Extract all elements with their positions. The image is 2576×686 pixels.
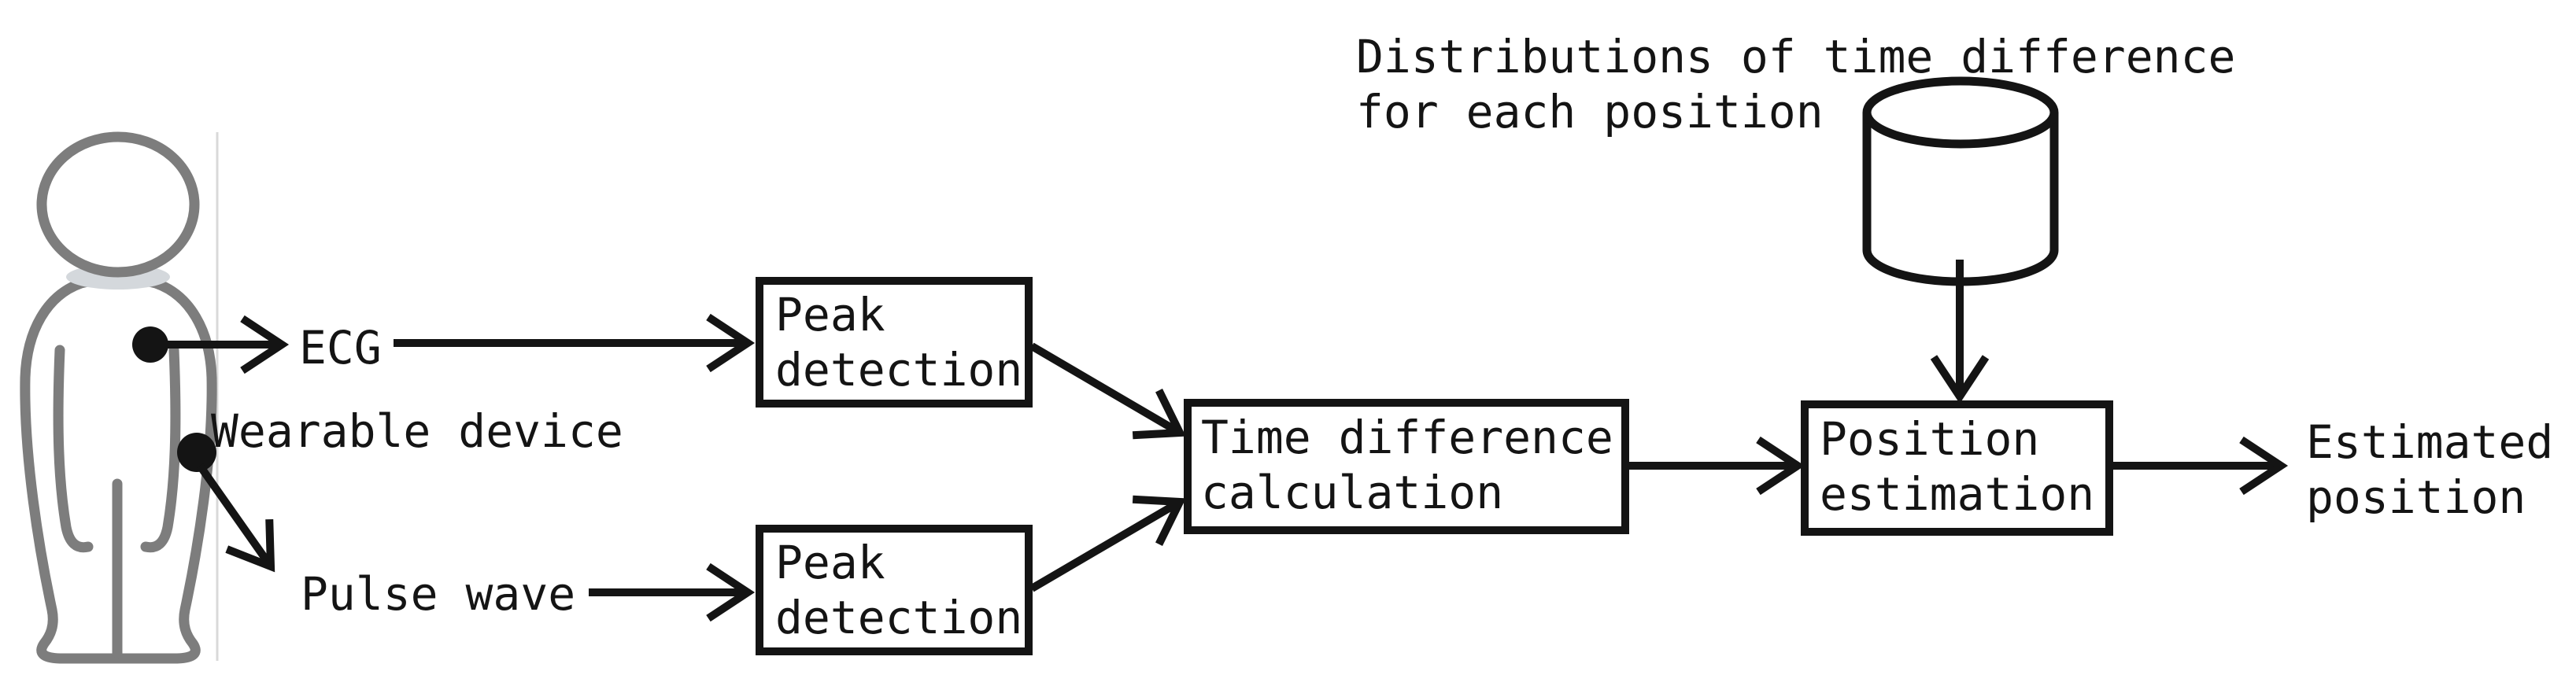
person-head [36, 131, 200, 278]
ecg-label: ECG [299, 321, 382, 374]
person-left-arm [53, 345, 94, 553]
database-cylinder-icon [1862, 76, 2059, 286]
estimated-position-label-line1: Estimated [2306, 415, 2553, 469]
database-note-line2: for each position [1356, 85, 1824, 138]
wearable-device-label: Wearable device [211, 404, 623, 458]
pulse-wave-label: Pulse wave [301, 567, 575, 621]
hip-sensor-dot-icon [177, 433, 216, 472]
box-peak-detection-bottom: Peak detection [756, 525, 1033, 655]
box-peak-detection-top-line1: Peak [775, 288, 885, 341]
box-position-estimation-line1: Position [1820, 412, 2039, 466]
chest-sensor-dot-icon [132, 326, 168, 363]
box-time-difference-calculation: Time difference calculation [1184, 399, 1629, 534]
box-time-difference-line2: calculation [1201, 466, 1503, 519]
box-peak-detection-bottom-line1: Peak [775, 536, 885, 589]
database-note-line1: Distributions of time difference [1356, 30, 2235, 83]
person-figure-icon [20, 131, 217, 664]
person-body [20, 273, 217, 664]
box-position-estimation-line2: estimation [1820, 467, 2094, 521]
arrow-peak-top-to-time-difference [1029, 342, 1186, 440]
box-time-difference-line1: Time difference [1201, 411, 1613, 464]
box-peak-detection-bottom-line2: detection [775, 591, 1022, 644]
box-peak-detection-top: Peak detection [756, 277, 1033, 408]
person-right-arm [140, 345, 181, 553]
box-peak-detection-top-line2: detection [775, 343, 1022, 396]
box-position-estimation: Position estimation [1801, 400, 2113, 536]
estimated-position-label-line2: position [2306, 470, 2526, 524]
arrow-peak-bottom-to-time-difference [1029, 495, 1186, 592]
arrow-hip-dot-to-pulse-wave [196, 463, 275, 573]
